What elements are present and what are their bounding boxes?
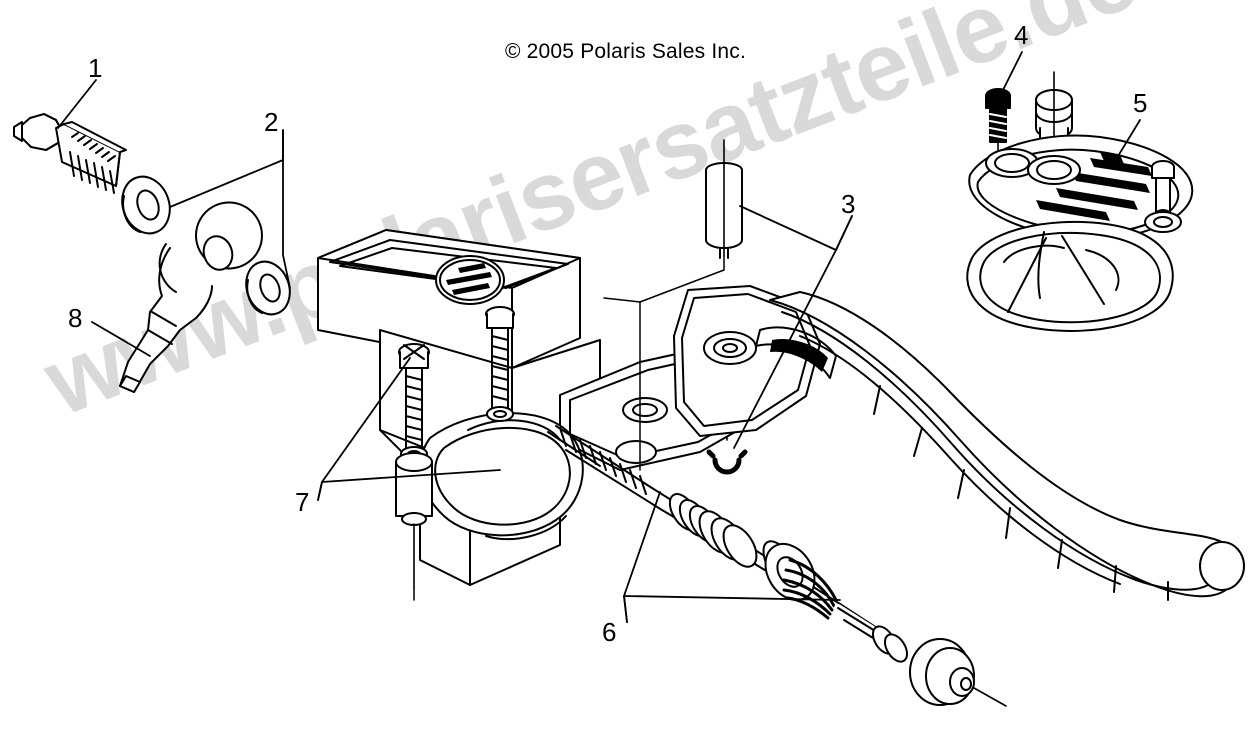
- callout-6: 6: [602, 617, 617, 647]
- part-piston-seal-kit: [548, 426, 1006, 706]
- callout-4: 4: [1014, 20, 1029, 50]
- part-sealing-washers: [114, 170, 296, 321]
- construction-lines: [414, 256, 724, 600]
- callout-2: 2: [264, 107, 279, 137]
- callout-5: 5: [1133, 88, 1148, 118]
- leader-lines: [58, 52, 1140, 622]
- part-brake-lever: [674, 286, 1244, 600]
- callout-7: 7: [295, 487, 310, 517]
- part-banjo-bolt: [14, 114, 126, 193]
- callout-8: 8: [68, 303, 83, 333]
- callout-1: 1: [88, 53, 103, 83]
- part-brake-line-fitting: [120, 203, 262, 392]
- copyright-notice: © 2005 Polaris Sales Inc.: [504, 40, 747, 63]
- part-reservoir-cover-assembly: [967, 135, 1192, 330]
- part-pivot-pin: [706, 140, 742, 258]
- callout-3: 3: [841, 189, 856, 219]
